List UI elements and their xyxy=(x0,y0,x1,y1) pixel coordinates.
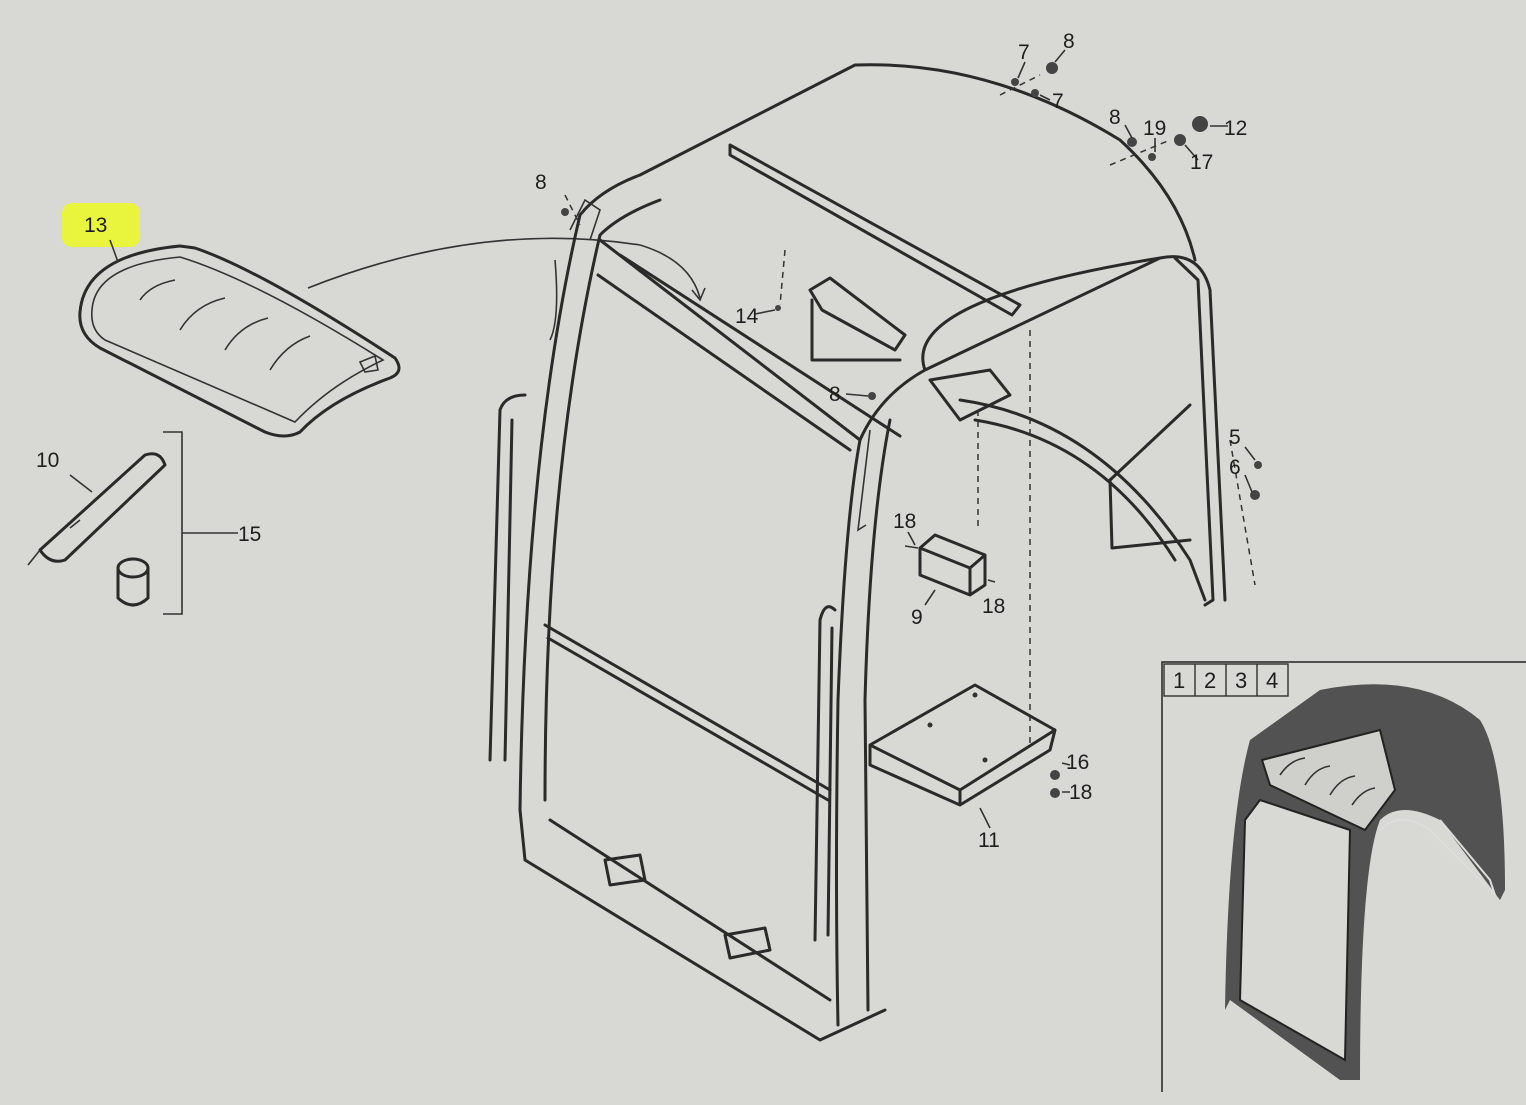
latch-box xyxy=(904,533,996,606)
callout-8: 8 xyxy=(829,383,841,406)
callout-10: 10 xyxy=(36,449,59,472)
inset-tab-1[interactable]: 1 xyxy=(1173,668,1185,693)
callout-6: 6 xyxy=(1229,456,1241,479)
callout-19: 19 xyxy=(1143,117,1166,140)
fasteners xyxy=(561,62,1262,798)
tape-roll xyxy=(116,557,150,607)
callout-17: 17 xyxy=(1190,151,1213,174)
assembly-lines xyxy=(564,74,1256,745)
callout-18: 18 xyxy=(893,510,916,533)
callout-7: 7 xyxy=(1018,41,1030,64)
inset-tab-2[interactable]: 2 xyxy=(1204,668,1216,693)
cab-frame xyxy=(488,63,1227,1042)
callout-7: 7 xyxy=(1052,90,1064,113)
callout-14: 14 xyxy=(735,305,759,328)
leader-lines xyxy=(754,49,1256,793)
callout-16: 16 xyxy=(1066,751,1089,774)
inset-tab-3[interactable]: 3 xyxy=(1235,668,1247,693)
callout-8: 8 xyxy=(1109,106,1121,129)
callout-highlight xyxy=(62,203,140,247)
leader-10 xyxy=(69,474,93,493)
inset-view: 1 2 3 4 xyxy=(1161,661,1526,1092)
callout-18: 18 xyxy=(1069,781,1092,804)
callout-18: 18 xyxy=(982,595,1005,618)
callout-12: 12 xyxy=(1224,117,1247,140)
callout-13: 13 xyxy=(84,214,107,237)
sealant-tube xyxy=(27,452,167,566)
callout-8: 8 xyxy=(535,171,547,194)
roof-glass-panel xyxy=(78,237,706,438)
inset-tab-4[interactable]: 4 xyxy=(1266,668,1278,693)
callout-labels: 13 10 15 8 14 8 7 8 7 8 19 12 17 5 6 18 … xyxy=(36,30,1247,852)
callout-8: 8 xyxy=(1063,30,1075,53)
seat-base xyxy=(868,683,1057,829)
callout-11: 11 xyxy=(978,829,1000,852)
callout-5: 5 xyxy=(1229,426,1241,449)
callout-9: 9 xyxy=(911,606,923,629)
kit-bracket xyxy=(163,431,183,615)
leader-13 xyxy=(109,239,119,263)
callout-15: 15 xyxy=(238,523,261,546)
